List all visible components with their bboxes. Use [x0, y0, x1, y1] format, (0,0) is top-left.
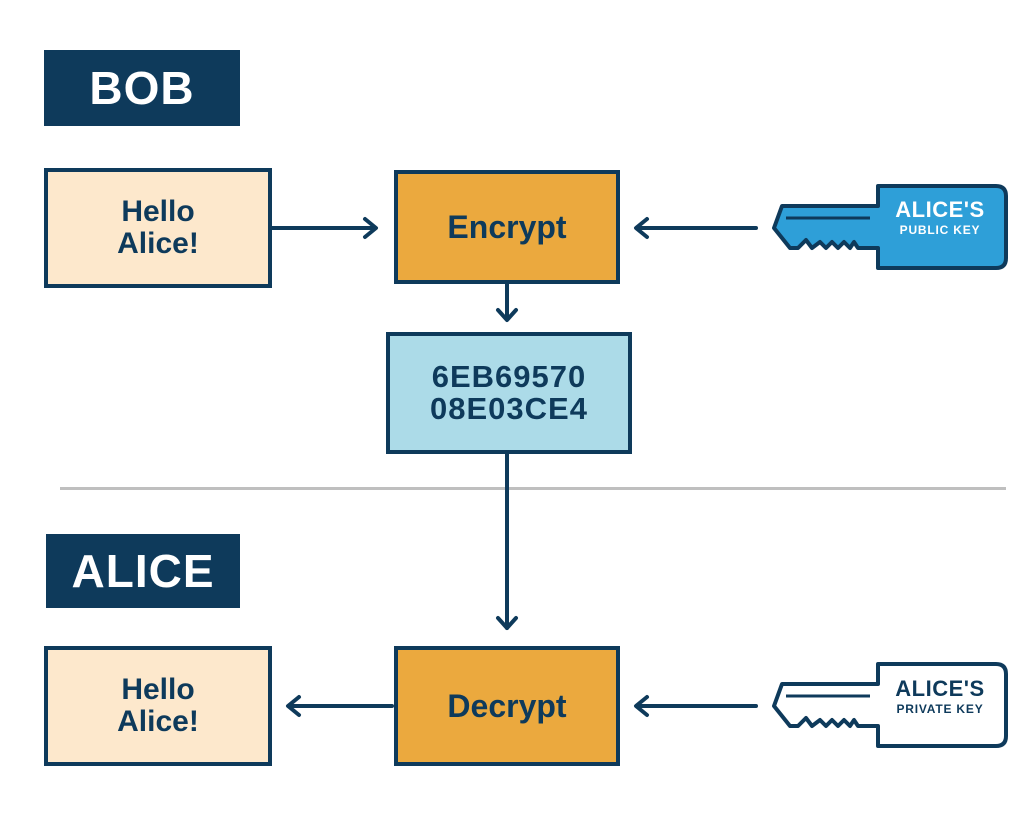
decrypt-box: Decrypt	[394, 646, 620, 766]
bob-title: BOB	[44, 50, 240, 126]
bob-plaintext-line2: Alice!	[117, 227, 199, 260]
alice-title: ALICE	[46, 534, 240, 608]
ciphertext-line2: 08E03CE4	[430, 391, 588, 426]
private-key-icon	[772, 662, 1008, 748]
encrypt-box: Encrypt	[394, 170, 620, 284]
alice-plaintext-box: Hello Alice!	[44, 646, 272, 766]
public-key-label: ALICE'S PUBLIC KEY	[880, 197, 1000, 237]
alice-plaintext-line1: Hello	[121, 673, 195, 706]
alice-plaintext-line2: Alice!	[117, 705, 199, 738]
section-divider	[60, 487, 1006, 490]
private-key-title: ALICE'S	[895, 676, 985, 701]
public-key-subtitle: PUBLIC KEY	[899, 223, 981, 237]
bob-plaintext-line1: Hello	[121, 195, 195, 228]
encrypt-label: Encrypt	[447, 208, 567, 245]
public-key-icon	[772, 184, 1008, 270]
ciphertext-line1: 6EB69570	[431, 359, 587, 394]
bob-plaintext-box: Hello Alice!	[44, 168, 272, 288]
private-key-subtitle: PRIVATE KEY	[896, 702, 984, 716]
private-key-label: ALICE'S PRIVATE KEY	[880, 676, 1000, 716]
ciphertext-box: 6EB69570 08E03CE4	[386, 332, 632, 454]
decrypt-label: Decrypt	[447, 687, 567, 724]
public-key-title: ALICE'S	[895, 197, 985, 222]
